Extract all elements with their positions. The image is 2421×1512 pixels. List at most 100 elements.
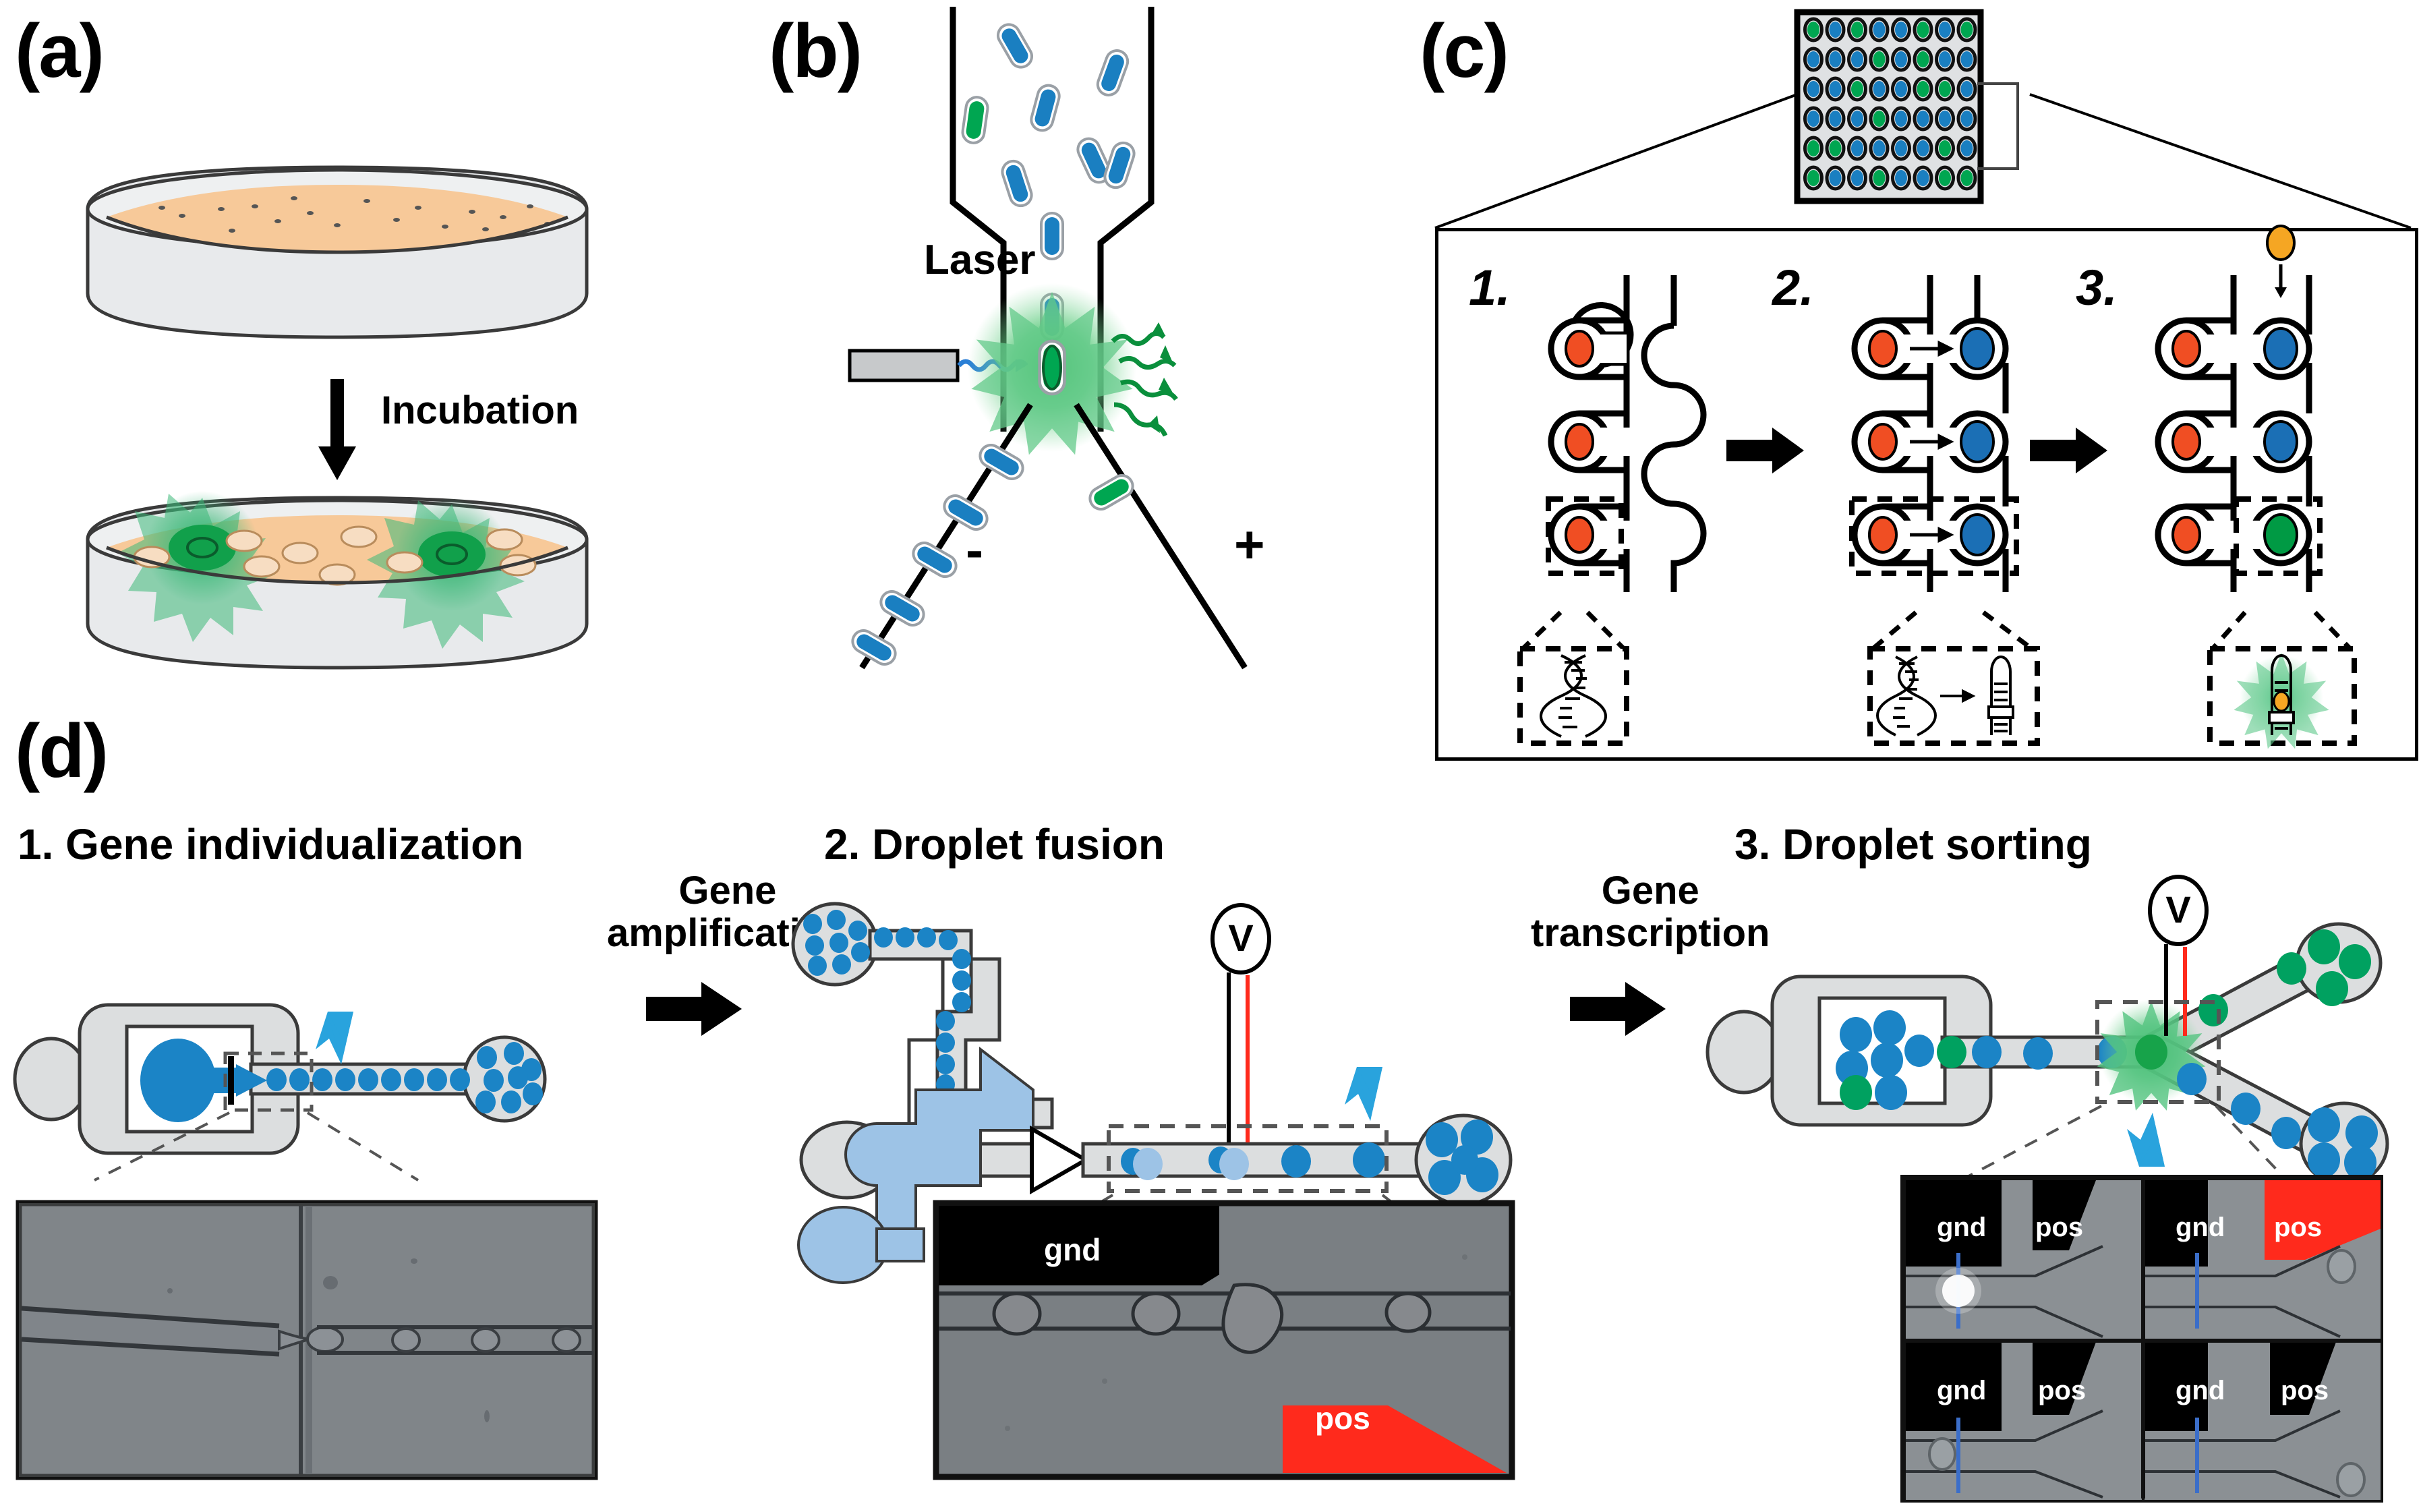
d-transition-2-line1: Gene	[1601, 869, 1699, 912]
microwell-ring	[1935, 17, 1955, 42]
sorting-tile-1-pos: pos	[2035, 1213, 2084, 1242]
sorting-tile-4-pos: pos	[2281, 1376, 2329, 1405]
microwell-green	[1807, 22, 1819, 38]
microwell-blue	[1917, 170, 1929, 186]
panel-b-letter: (b)	[769, 9, 863, 93]
microwell-blue	[1851, 170, 1863, 186]
microwell-blue	[1939, 51, 1951, 67]
microwell-green	[1851, 81, 1863, 97]
sorting-streams	[847, 403, 1248, 670]
microwell-blue	[1807, 51, 1819, 67]
microwell-ring	[1803, 165, 1824, 191]
d2-collection-droplets	[1426, 1120, 1498, 1195]
d2-zoom-box	[1107, 1124, 1389, 1193]
microwell-ring	[1891, 47, 1911, 72]
d3-reservoir-droplets	[1836, 1010, 1934, 1110]
microwell-blue	[1829, 111, 1842, 127]
panel-c-step-3-label: 3.	[2076, 260, 2118, 316]
microwell-green	[1873, 111, 1886, 127]
microwell-ring	[1825, 17, 1846, 42]
microwell-green	[1829, 140, 1842, 156]
microwell-blue	[1939, 111, 1951, 127]
panel-c-step-1-label: 1.	[1469, 260, 1511, 316]
d1-zoom-box	[223, 1051, 314, 1112]
microwell-blue	[1807, 81, 1819, 97]
positive-outlet-label: +	[1234, 515, 1265, 574]
microwell-ring	[1825, 76, 1846, 102]
pos-active-region	[2265, 1180, 2381, 1260]
panel-c-inset-1	[1517, 610, 1629, 746]
sorting-tile-4	[2145, 1342, 2381, 1500]
sorting-tile-2-pos: pos	[2274, 1213, 2323, 1242]
gnd-electrode-region	[939, 1206, 1219, 1285]
d2-aqueous-stream	[797, 1046, 1034, 1284]
microwell-blue	[1960, 51, 1973, 67]
microwell-ring	[1847, 136, 1867, 161]
sorting-tile-2-gnd: gnd	[2176, 1213, 2225, 1242]
microwell-green	[1939, 170, 1951, 186]
panel-c-inset-2	[1867, 610, 2040, 746]
d2-incoming-droplets	[803, 910, 1016, 1116]
substrate-inlet	[2266, 225, 2296, 298]
microwell-ring	[1913, 47, 1933, 72]
microwell-ring	[1913, 165, 1933, 191]
microwell-blue	[1895, 111, 1907, 127]
microwell-green	[1917, 22, 1929, 38]
panel-c-step-2-label: 2.	[1772, 260, 1814, 316]
d1-cyan-pointer	[316, 1012, 353, 1064]
microwell-ring	[1803, 76, 1824, 102]
micrograph-droplet-sorting	[1900, 1175, 2383, 1503]
panel-a-letter: (a)	[15, 9, 105, 93]
micrograph-2-pos-label: pos	[1315, 1401, 1370, 1436]
microwell-ring	[1956, 47, 1977, 72]
microwell-ring	[1847, 76, 1867, 102]
d2-voltmeter: V	[1210, 903, 1271, 1142]
microwell-ring	[1825, 165, 1846, 191]
microwell-ring	[1869, 17, 1890, 42]
microwell-green	[1960, 170, 1973, 186]
microwell-blue	[1873, 81, 1886, 97]
d3-sorted-droplets	[2177, 929, 2378, 1180]
microwell-array-chip	[1794, 9, 1984, 204]
d-transition-2-label: Gene transcription	[1531, 869, 1770, 955]
microwell-green	[1939, 81, 1951, 97]
microwell-blue	[1895, 51, 1907, 67]
d2-cyan-pointer	[1345, 1067, 1382, 1121]
microwell-blue	[1873, 140, 1886, 156]
microwell-ring	[1825, 136, 1846, 161]
d-step1-device	[13, 1003, 547, 1182]
microwell-ring	[1956, 136, 1977, 161]
microwell-blue	[1851, 51, 1863, 67]
d2-fusing-droplets	[1121, 1142, 1385, 1180]
microwell-blue	[1939, 22, 1951, 38]
microwell-ring	[1803, 106, 1824, 132]
sorting-tile-3	[1906, 1342, 2142, 1500]
panel-c-letter: (c)	[1420, 9, 1509, 93]
microwell-green	[1851, 22, 1863, 38]
microwell-green	[1917, 51, 1929, 67]
d-transition-2-line2: transcription	[1531, 910, 1770, 955]
pos-electrode-region	[1283, 1405, 1507, 1473]
microwell-green	[1939, 140, 1951, 156]
microwell-ring	[1847, 106, 1867, 132]
microwell-ring	[1847, 17, 1867, 42]
panel-c-arrow-2	[2030, 428, 2107, 473]
laser-label: Laser	[924, 237, 1036, 283]
microwell-green	[1873, 51, 1886, 67]
microwell-ring	[1869, 76, 1890, 102]
d-transition-1-arrow	[646, 982, 742, 1036]
microwell-blue	[1895, 170, 1907, 186]
microwell-ring	[1935, 47, 1955, 72]
panel-c-step-3-schematic	[2155, 225, 2323, 592]
microwell-blue	[1829, 170, 1842, 186]
d3-voltmeter: V	[2148, 875, 2209, 1036]
microwell-blue	[1807, 111, 1819, 127]
microwell-ring	[1847, 47, 1867, 72]
panel-d-letter: (d)	[15, 709, 109, 793]
emitted-fluorescence-heads	[1148, 322, 1173, 433]
microwell-ring	[1956, 76, 1977, 102]
microwell-ring	[1825, 106, 1846, 132]
micrograph-2-gnd-label: gnd	[1044, 1232, 1101, 1267]
microwell-ring	[1935, 165, 1955, 191]
microwell-green	[1807, 140, 1819, 156]
